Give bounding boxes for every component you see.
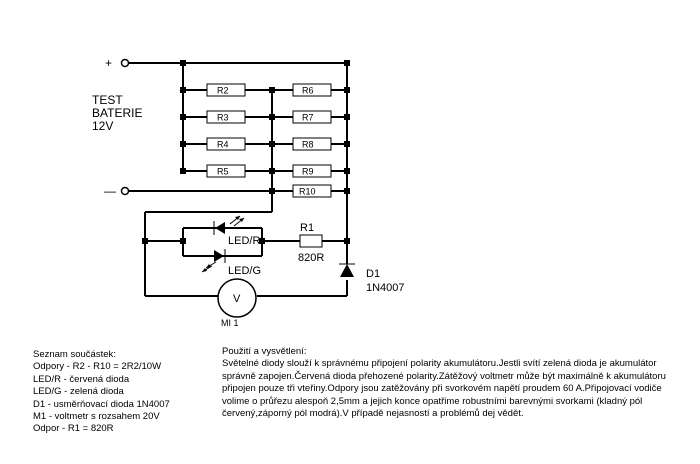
resistor-r4: R4: [206, 137, 246, 151]
schematic-title-line-1: TEST: [92, 93, 123, 107]
usage-notes-body: Světelné diody slouží k správnému připoj…: [222, 358, 666, 420]
voltmeter-symbol: V: [233, 293, 241, 305]
plus-terminal: [120, 58, 130, 68]
parts-list-item: M1 - voltmetr s rozsahem 20V: [33, 411, 160, 423]
diode-d1-label: D1: [366, 268, 380, 280]
parts-list-item: D1 - usměrňovací dioda 1N4007: [33, 398, 170, 410]
resistor-r10: R10: [292, 184, 332, 198]
resistor-r1-value: 820R: [298, 252, 324, 264]
resistor-r3-label: R3: [217, 113, 229, 123]
schematic-title-line-2: BATERIE: [92, 106, 142, 120]
circuit-schematic: + — TEST BATERIE 12V: [92, 56, 405, 328]
parts-list-item: LED/R - červená dioda: [33, 373, 130, 385]
resistor-r4-label: R4: [217, 140, 229, 150]
diode-d1: D1 1N4007: [339, 263, 405, 294]
diode-d1-part: 1N4007: [366, 282, 405, 294]
led-green-label: LED/G: [228, 265, 261, 277]
voltmeter-label: MI 1: [221, 318, 239, 328]
resistor-r2: R2: [206, 83, 246, 97]
resistor-r5-label: R5: [217, 167, 229, 177]
resistor-r10-label: R10: [299, 187, 316, 197]
minus-terminal-label: —: [104, 184, 116, 198]
resistor-r9-label: R9: [302, 167, 314, 177]
parts-list-item: Odpory - R2 - R10 = 2R2/10W: [33, 361, 162, 373]
parts-list-item: Odpor - R1 = 820R: [33, 423, 114, 435]
plus-terminal-label: +: [105, 56, 112, 70]
parts-list-item: LED/G - zelená dioda: [33, 386, 124, 398]
schematic-title-line-3: 12V: [92, 119, 113, 133]
resistor-r7: R7: [292, 110, 332, 124]
resistor-r7-label: R7: [302, 113, 314, 123]
led-red-label: LED/R: [228, 235, 260, 247]
resistor-r5: R5: [206, 164, 246, 178]
minus-terminal: [120, 186, 130, 196]
led-red: LED/R: [213, 215, 260, 247]
usage-notes: Použití a vysvětlení: Světelné diody slo…: [222, 346, 682, 420]
voltmeter-m1: V MI 1: [217, 278, 257, 328]
resistor-r8: R8: [292, 137, 332, 151]
parts-list-title: Seznam součástek:: [33, 349, 116, 360]
resistor-r2-label: R2: [217, 86, 229, 96]
resistor-r6: R6: [292, 83, 332, 97]
junctions: [142, 60, 350, 244]
resistor-r8-label: R8: [302, 140, 314, 150]
resistor-r3: R3: [206, 110, 246, 124]
usage-notes-title: Použití a vysvětlení:: [222, 346, 307, 357]
resistor-r9: R9: [292, 164, 332, 178]
led-green: LED/G: [201, 249, 261, 277]
resistor-r6-label: R6: [302, 86, 314, 96]
resistor-r1: R1 820R: [298, 222, 324, 264]
parts-list: Seznam součástek: Odpory - R2 - R10 = 2R…: [33, 349, 170, 436]
resistor-r1-label: R1: [300, 222, 314, 234]
